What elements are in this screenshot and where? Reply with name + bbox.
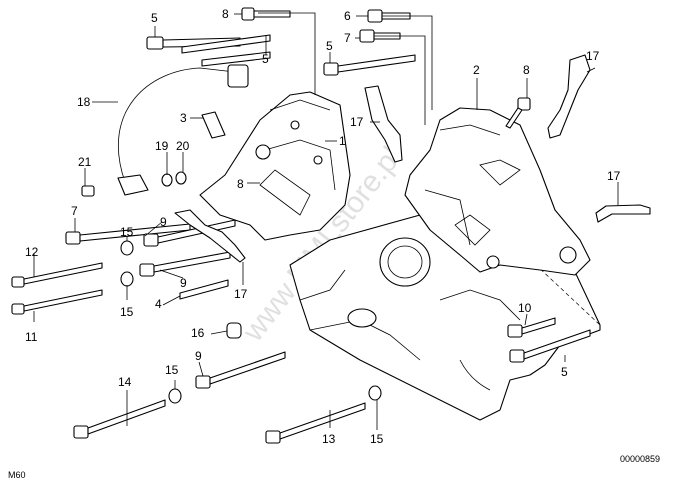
leader-lines [33,12,619,430]
callout-3: 3 [180,111,187,125]
callout-5: 5 [262,52,269,66]
lower-timing-cover [404,107,591,276]
callout-7: 7 [344,31,351,45]
callout-15: 15 [165,363,179,377]
callout-5: 5 [326,39,333,53]
callout-9: 9 [195,349,202,363]
callout-2: 2 [473,63,480,77]
bolt-part-21 [81,185,95,197]
callout-4: 4 [155,297,162,311]
callout-8: 8 [222,7,229,21]
washers [120,240,382,404]
callout-18: 18 [77,95,91,109]
callout-13: 13 [322,432,336,446]
callout-1: 1 [339,134,346,148]
callout-15: 15 [120,225,134,239]
o-ring-19 [161,173,173,187]
callout-8: 8 [237,177,244,191]
callout-6: 6 [344,9,351,23]
bolt-head [146,36,164,50]
callout-17: 17 [586,49,600,63]
upper-timing-cover [199,91,351,241]
callout-7: 7 [71,204,78,218]
gaskets [174,54,651,263]
callout-9: 9 [180,276,187,290]
callout-8: 8 [523,63,530,77]
callout-20: 20 [176,139,190,153]
callout-14: 14 [118,375,132,389]
callout-19: 19 [155,139,169,153]
sleeve-part-16 [226,322,242,339]
callout-10: 10 [518,301,532,315]
callout-15: 15 [120,305,134,319]
callout-17: 17 [607,169,621,183]
callout-17: 17 [350,115,364,129]
sensor-part-3 [201,111,226,139]
callout-16: 16 [191,326,205,340]
diagram-number: 00000859 [620,454,660,464]
callout-5: 5 [561,365,568,379]
callout-15: 15 [370,432,384,446]
callout-5: 5 [151,11,158,25]
callout-9: 9 [160,215,167,229]
callout-labels: 5 8 6 7 5 5 17 2 8 18 3 17 1 19 20 21 8 … [25,7,621,446]
callout-11: 11 [25,330,38,344]
clip-part-20 [175,171,187,185]
callout-12: 12 [25,245,39,259]
sensor-cable [117,64,249,196]
bolts [11,7,591,444]
model-code: M60 [8,470,26,480]
callout-17: 17 [234,287,248,301]
callout-21: 21 [78,155,92,169]
